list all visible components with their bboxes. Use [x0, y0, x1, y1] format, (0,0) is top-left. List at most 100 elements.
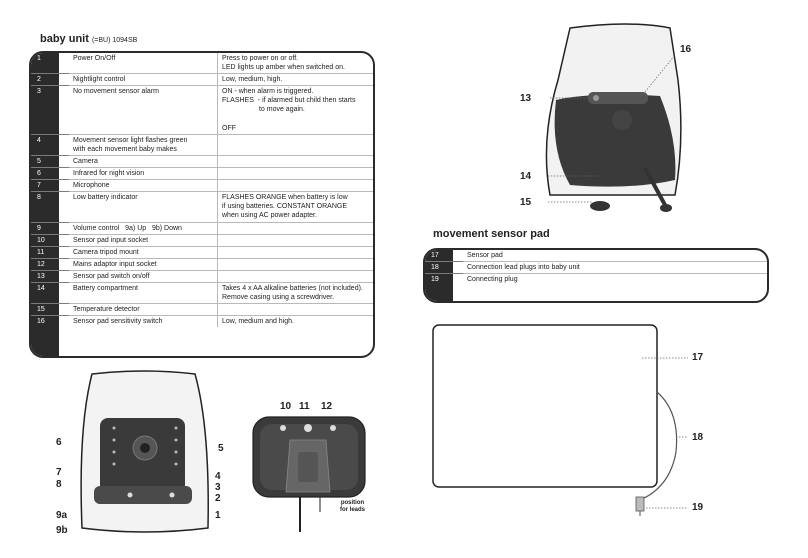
sensor-pad-heading: movement sensor pad — [433, 228, 550, 240]
row-label: Low battery indicator — [69, 191, 218, 223]
callout-1: 1 — [215, 510, 221, 521]
row-description: FLASHES ORANGE when battery is low if us… — [217, 191, 373, 223]
row-label: Battery compartment — [69, 282, 218, 305]
row-description: Low, medium, high. — [217, 73, 373, 87]
callout-17: 17 — [692, 352, 704, 363]
row-label: Sensor pad — [463, 250, 767, 263]
baby-unit-code: (=BU) 1094SB — [91, 37, 138, 44]
row-label: Power On/Off — [69, 53, 218, 75]
row-label: Infrared for night vision — [69, 167, 218, 181]
callout-14: 14 — [520, 171, 532, 182]
baby-unit-front-illustration — [80, 370, 209, 533]
row-description — [217, 246, 373, 259]
baby-unit-title: baby unit — [40, 33, 89, 45]
callout-9a: 9a — [56, 510, 68, 521]
callout-11: 11 — [299, 401, 310, 412]
baby-unit-rear-illustration — [252, 416, 366, 532]
row-label: Camera tripod mount — [69, 246, 218, 259]
callout-5: 5 — [218, 443, 224, 454]
row-number: 12 — [31, 258, 69, 271]
row-label: Temperature detector — [69, 303, 218, 317]
row-label: Nightlight control — [69, 73, 218, 87]
row-number: 19 — [431, 276, 439, 284]
row-number: 14 — [31, 282, 69, 305]
sensor-pad-illustration — [432, 324, 688, 516]
row-description — [217, 167, 373, 181]
row-number: 6 — [31, 167, 69, 181]
callout-18: 18 — [692, 432, 704, 443]
callout-6: 6 — [56, 437, 62, 448]
row-number: 9 — [31, 222, 69, 235]
row-label: Connecting plug — [467, 276, 518, 284]
callout-9b: 9b — [56, 525, 68, 536]
row-label: Sensor pad sensitivity switch — [69, 315, 218, 328]
row-number: 5 — [31, 155, 69, 169]
row-description — [217, 134, 373, 156]
callout-15: 15 — [520, 197, 532, 208]
row-number: 2 — [31, 73, 69, 87]
row-label: Mains adaptor input socket — [69, 258, 218, 271]
row-label: Volume control 9a) Up 9b) Down — [69, 222, 218, 235]
row-number: 3 — [31, 85, 69, 135]
position-for-leads-label: position for leads — [340, 500, 366, 514]
callout-7: 7 — [56, 467, 62, 478]
row-label: Connection lead plugs into baby unit — [463, 261, 767, 275]
callout-19: 19 — [692, 502, 704, 513]
row-label: Sensor pad input socket — [69, 234, 218, 247]
baby-unit-heading: baby unit (=BU) 1094SB — [40, 33, 137, 45]
row-number: 8 — [31, 191, 69, 223]
callout-8: 8 — [56, 479, 62, 490]
row-description — [217, 234, 373, 247]
row-number: 18 — [425, 261, 463, 275]
callout-12: 12 — [321, 401, 333, 412]
row-label: Sensor pad switch on/off — [69, 270, 218, 283]
row-label: No movement sensor alarm — [69, 85, 218, 135]
row-number: 11 — [31, 246, 69, 259]
row-number: 4 — [31, 134, 69, 156]
row-number: 13 — [31, 270, 69, 283]
row-description — [217, 179, 373, 193]
row-description: Takes 4 x AA alkaline batteries (not inc… — [217, 282, 373, 305]
baby-unit-side-illustration — [545, 23, 682, 212]
row-description — [217, 258, 373, 271]
callout-16: 16 — [680, 44, 692, 55]
row-number: 10 — [31, 234, 69, 247]
row-label: Camera — [69, 155, 218, 169]
callout-4: 4 — [215, 471, 221, 482]
row-description — [217, 270, 373, 283]
table-row: 19 Connecting plug — [425, 274, 767, 286]
row-description: Press to power on or off. LED lights up … — [217, 53, 373, 75]
row-description — [217, 155, 373, 169]
callout-10: 10 — [280, 401, 292, 412]
row-label: Movement sensor light flashes green with… — [69, 134, 218, 156]
row-description: ON - when alarm is triggered. FLASHES - … — [217, 85, 373, 135]
row-number: 7 — [31, 179, 69, 193]
row-number: 15 — [31, 303, 69, 317]
callout-3: 3 — [215, 482, 221, 493]
callout-2: 2 — [215, 493, 221, 504]
callout-13: 13 — [520, 93, 532, 104]
row-number: 1 — [31, 53, 69, 75]
row-number: 17 — [425, 250, 463, 263]
row-description: Low, medium and high. — [222, 318, 294, 326]
